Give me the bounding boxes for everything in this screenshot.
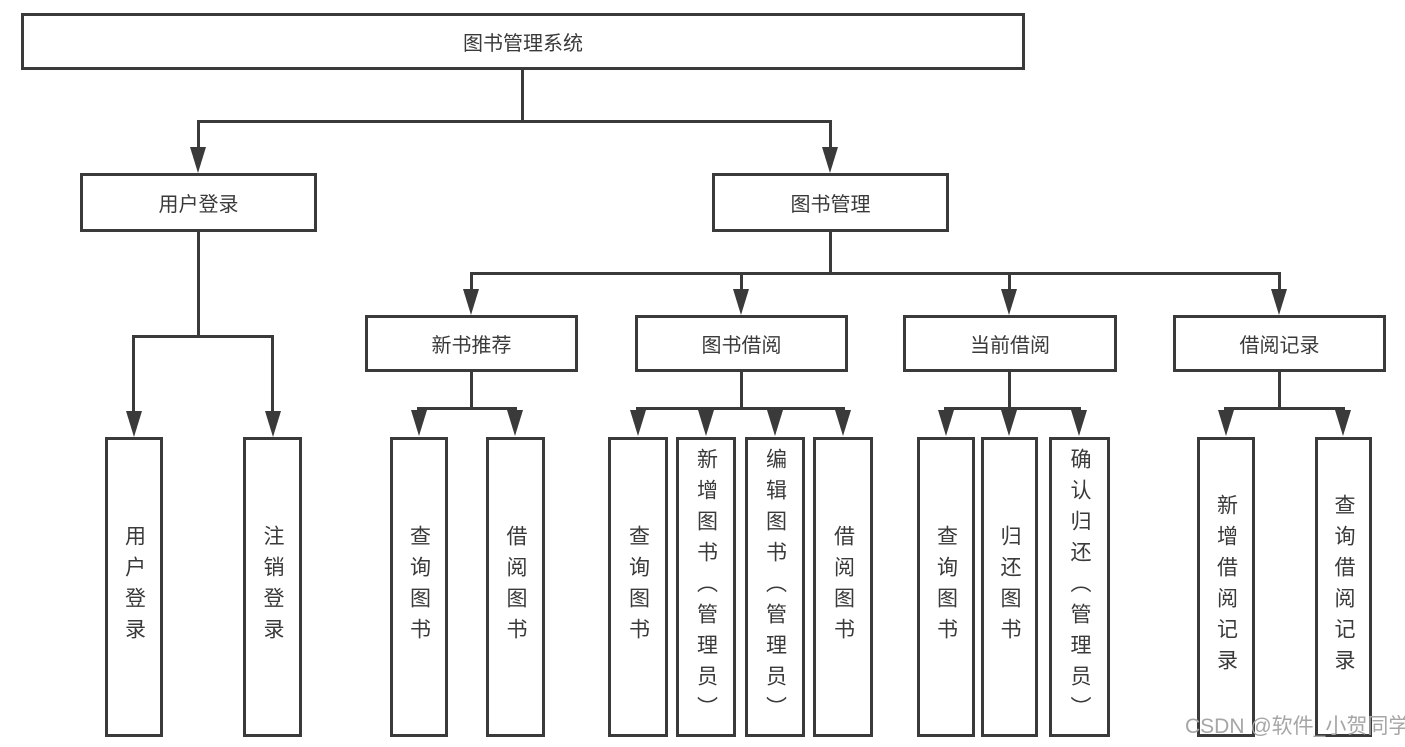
arrow-down-icon: [733, 289, 749, 315]
node-user-login: 用户登录: [80, 173, 317, 232]
connector-line: [197, 123, 200, 149]
connector-line: [521, 70, 524, 120]
connector-line: [132, 338, 135, 412]
arrow-down-icon: [822, 147, 838, 173]
node-label: 借阅图书: [504, 525, 527, 649]
node-label: 查询借阅记录: [1332, 494, 1355, 680]
connector-line: [1278, 372, 1281, 407]
arrow-down-icon: [698, 410, 714, 436]
connector-line: [829, 232, 832, 272]
connector-line: [197, 232, 200, 335]
arrow-down-icon: [1271, 289, 1287, 315]
connector-line: [470, 272, 1281, 275]
node-current-borrowing: 当前借阅: [903, 315, 1117, 372]
connector-line: [740, 372, 743, 407]
arrow-down-icon: [835, 410, 851, 436]
node-label: 查询图书: [934, 525, 958, 649]
leaf-logout: 注销登录: [243, 437, 302, 737]
leaf-borrowing-add-books-admin: 新增图书（管理员）: [676, 437, 736, 737]
node-book-management: 图书管理: [712, 173, 949, 232]
leaf-user-login: 用户登录: [105, 437, 163, 737]
node-label: 确认归还（管理员）: [1068, 447, 1091, 727]
leaf-current-query-books: 查询图书: [917, 437, 975, 737]
csdn-watermark: CSDN @软件_小贺同学: [1185, 715, 1405, 738]
connector-line: [1008, 372, 1011, 407]
connector-line: [197, 120, 832, 123]
node-borrow-records: 借阅记录: [1173, 315, 1386, 372]
connector-line: [1008, 275, 1011, 290]
node-label: 新书推荐: [431, 335, 512, 357]
connector-line: [417, 407, 517, 410]
arrow-down-icon: [1335, 410, 1351, 436]
leaf-current-confirm-return-admin: 确认归还（管理员）: [1049, 437, 1110, 737]
node-book-borrowing: 图书借阅: [635, 315, 848, 372]
leaf-newbook-borrow-books: 借阅图书: [486, 437, 545, 737]
connector-line: [829, 123, 832, 149]
node-library-system: 图书管理系统: [21, 13, 1025, 70]
arrow-down-icon: [630, 410, 646, 436]
connector-line: [1224, 407, 1345, 410]
connector-line: [470, 372, 473, 407]
arrow-down-icon: [938, 410, 954, 436]
node-label: 借阅图书: [831, 525, 855, 649]
arrow-down-icon: [767, 410, 783, 436]
leaf-borrowing-borrow-books: 借阅图书: [813, 437, 873, 737]
leaf-current-return-books: 归还图书: [981, 437, 1038, 737]
connector-line: [944, 407, 1081, 410]
node-label: 归还图书: [998, 525, 1021, 649]
node-label: 当前借阅: [970, 335, 1050, 357]
node-label: 编辑图书（管理员）: [763, 447, 787, 727]
node-label: 用户登录: [122, 525, 146, 649]
node-label: 图书借阅: [701, 335, 782, 357]
arrow-down-icon: [411, 410, 427, 436]
node-label: 图书管理: [790, 194, 871, 216]
connector-line: [470, 275, 473, 290]
node-label: 查询图书: [626, 525, 650, 649]
node-label: 注销登录: [261, 525, 284, 649]
arrow-down-icon: [1001, 410, 1017, 436]
node-new-book-recommend: 新书推荐: [365, 315, 578, 372]
arrow-down-icon: [463, 289, 479, 315]
connector-line: [271, 338, 274, 412]
node-label: 查询图书: [407, 525, 431, 649]
leaf-newbook-query-books: 查询图书: [390, 437, 448, 737]
leaf-records-add-record: 新增借阅记录: [1197, 437, 1255, 737]
arrow-down-icon: [126, 411, 142, 437]
node-label: 借阅记录: [1239, 335, 1320, 357]
leaf-records-query-record: 查询借阅记录: [1315, 437, 1372, 737]
connector-line: [132, 335, 274, 338]
arrow-down-icon: [265, 411, 281, 437]
node-label: 图书管理系统: [463, 33, 583, 55]
node-label: 新增借阅记录: [1214, 494, 1238, 680]
arrow-down-icon: [1218, 410, 1234, 436]
connector-line: [636, 407, 845, 410]
arrow-down-icon: [190, 147, 206, 173]
connector-line: [1278, 275, 1281, 290]
leaf-borrowing-edit-books-admin: 编辑图书（管理员）: [745, 437, 805, 737]
arrow-down-icon: [507, 410, 523, 436]
arrow-down-icon: [1071, 410, 1087, 436]
arrow-down-icon: [1001, 289, 1017, 315]
connector-line: [740, 275, 743, 290]
node-label: 用户登录: [158, 194, 239, 216]
leaf-borrowing-query-books: 查询图书: [608, 437, 668, 737]
node-label: 新增图书（管理员）: [694, 447, 718, 727]
